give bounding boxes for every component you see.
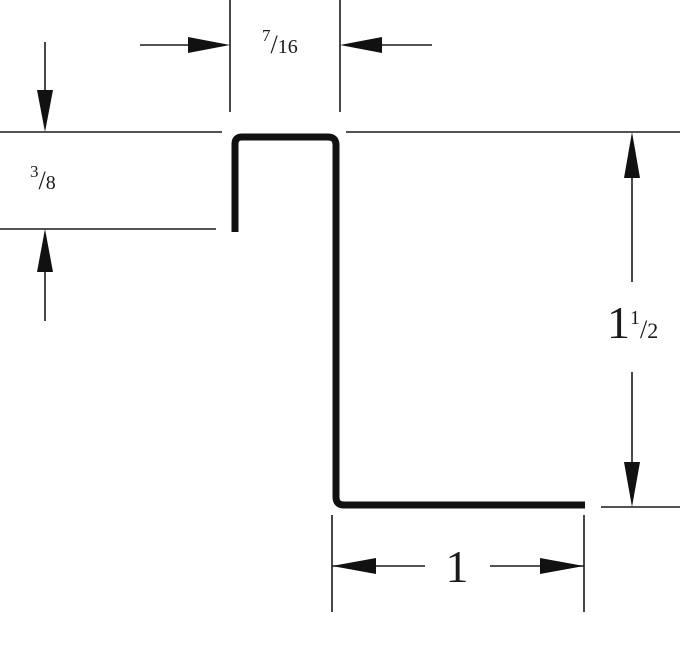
arrowhead-right xyxy=(540,558,584,574)
arrowhead-up xyxy=(624,132,640,178)
denominator: 8 xyxy=(46,172,56,194)
dimension-total-height: 11/2 xyxy=(607,132,658,507)
numerator: 1 xyxy=(630,307,640,329)
dimension-bottom-flange: 1 xyxy=(332,541,584,592)
fraction-slash: / xyxy=(271,30,279,59)
dimension-top-width: 7/16 xyxy=(140,26,432,59)
dim-label-total-height: 11/2 xyxy=(607,297,658,348)
dimension-return-height: 3/8 xyxy=(30,42,56,321)
dim-label-bottom-flange: 1 xyxy=(446,541,469,592)
fraction-slash: / xyxy=(39,166,47,195)
arrowhead-left xyxy=(340,37,382,53)
z-channel-profile-line xyxy=(231,133,585,509)
dim-label-return-height: 3/8 xyxy=(30,162,56,195)
denominator: 16 xyxy=(278,36,298,58)
whole-number: 1 xyxy=(607,297,630,348)
arrowhead-left xyxy=(332,558,376,574)
dim-label-top-width: 7/16 xyxy=(262,26,298,59)
arrowhead-down xyxy=(37,90,53,132)
denominator: 2 xyxy=(647,318,658,343)
arrowhead-down xyxy=(624,462,640,507)
numerator: 3 xyxy=(30,162,39,181)
numerator: 7 xyxy=(262,26,271,45)
arrowhead-up xyxy=(37,229,53,272)
arrowhead-right xyxy=(188,37,230,53)
extension-lines xyxy=(0,0,680,612)
fraction-slash: / xyxy=(640,315,648,344)
